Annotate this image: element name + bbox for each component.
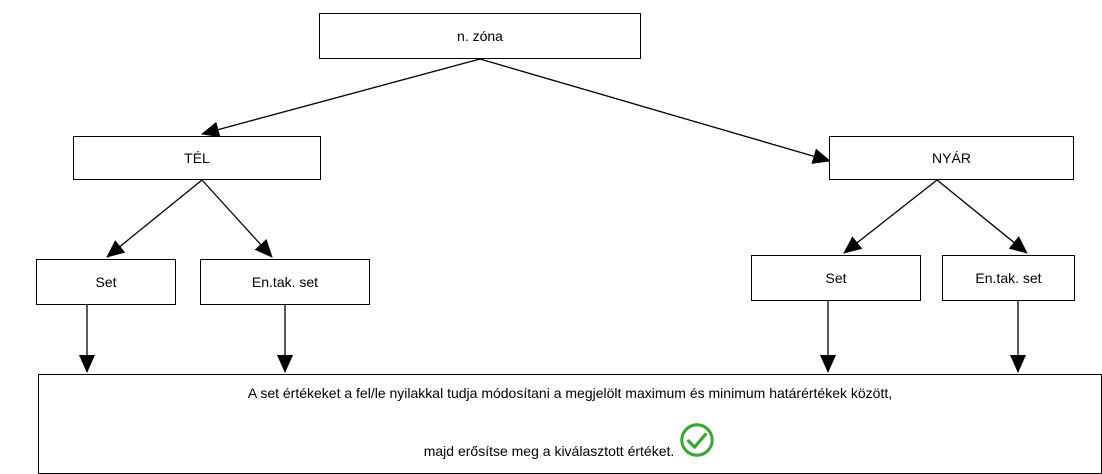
winter-set-label: Set xyxy=(95,274,117,290)
instruction-line-1: A set értékeket a fel/le nyilakkal tudja… xyxy=(247,385,893,401)
instruction-box: A set értékeket a fel/le nyilakkal tudja… xyxy=(38,374,1102,474)
arrow-root-to-summer xyxy=(479,58,831,164)
arrow-root-to-winter xyxy=(201,58,481,138)
winter-label: TÉL xyxy=(184,150,210,166)
summer-entak-set-node: En.tak. set xyxy=(942,255,1075,301)
summer-set-label: Set xyxy=(825,270,847,286)
zone-label: n. zóna xyxy=(457,28,503,44)
instruction-line-2: majd erősítse meg a kiválasztott értéket… xyxy=(423,443,675,459)
arrow-summer-to-entak xyxy=(936,179,1028,254)
arrow-winter-to-set xyxy=(106,179,203,258)
summer-node: NYÁR xyxy=(829,136,1074,180)
summer-label: NYÁR xyxy=(932,150,971,166)
winter-entak-set-label: En.tak. set xyxy=(251,274,319,290)
winter-node: TÉL xyxy=(73,136,321,180)
arrow-winter-to-entak xyxy=(201,179,273,258)
arrow-summer-to-set xyxy=(843,179,938,254)
check-circle-icon xyxy=(680,423,715,457)
winter-entak-set-node: En.tak. set xyxy=(200,259,370,305)
instruction-line-2-row: majd erősítse meg a kiválasztott értéket… xyxy=(39,421,1101,459)
zone-node: n. zóna xyxy=(319,13,641,59)
summer-set-node: Set xyxy=(751,255,921,301)
summer-entak-set-label: En.tak. set xyxy=(975,270,1042,286)
winter-set-node: Set xyxy=(36,259,176,305)
